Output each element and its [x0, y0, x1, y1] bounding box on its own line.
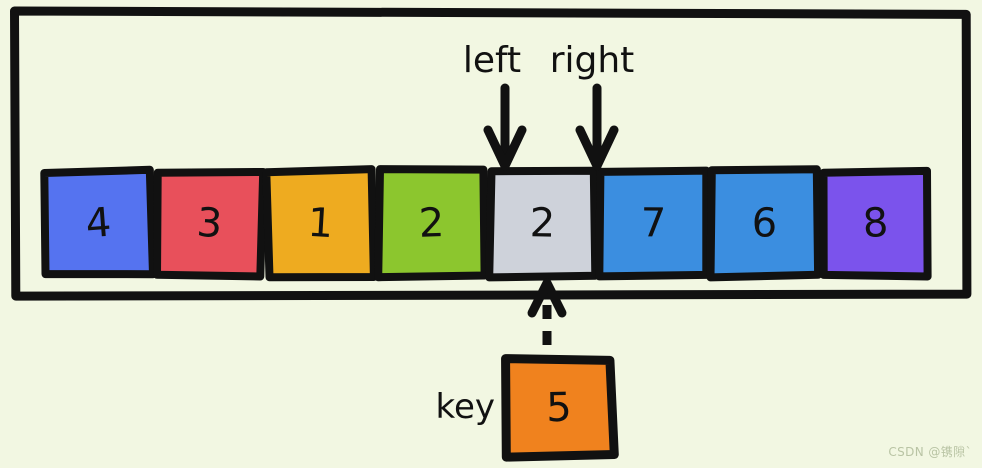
array-container-outline — [10, 6, 972, 301]
pointer-right-arrow-head — [575, 125, 619, 171]
array-cell-5-rect — [595, 166, 711, 281]
array-cell-6[interactable]: 6 — [706, 165, 823, 282]
key-box[interactable]: key 5 — [435, 278, 619, 462]
array-cell-3-rect — [374, 165, 489, 282]
array-cell-5-value: 7 — [641, 200, 667, 246]
array-cell-0-rect — [40, 165, 157, 279]
key-insert-arrow-head — [527, 278, 567, 318]
key-box-value: 5 — [546, 385, 572, 432]
array-cell-2[interactable]: 1 — [262, 165, 378, 282]
array-cell-0[interactable]: 4 — [40, 165, 157, 279]
array-cell-4[interactable]: 2 — [485, 166, 600, 282]
array-cell-7[interactable]: 8 — [819, 166, 932, 281]
array-cell-3-value: 2 — [418, 200, 445, 247]
array-container — [10, 6, 972, 301]
array-cell-6-rect — [706, 165, 823, 282]
array-cell-2-rect — [262, 165, 378, 282]
array-cell-7-value: 8 — [862, 200, 890, 247]
key-label: key — [435, 387, 495, 427]
array-cell-5[interactable]: 7 — [595, 166, 711, 281]
array-cell-4-value: 2 — [529, 200, 555, 246]
array-cell-1[interactable]: 3 — [153, 168, 268, 281]
pointer-left-label: left — [463, 40, 521, 81]
array-cell-7-rect — [819, 166, 932, 281]
key-box-rect — [501, 354, 619, 462]
pointer-right: right — [550, 40, 635, 171]
array-cell-3[interactable]: 2 — [374, 165, 489, 282]
array-cell-1-value: 3 — [195, 200, 224, 248]
array-cells: 4 3 1 2 2 7 6 8 — [40, 165, 932, 282]
pointer-left-arrow-head — [483, 125, 527, 171]
watermark: CSDN @镌隙` — [888, 445, 972, 459]
array-cell-6-value: 6 — [751, 200, 777, 246]
key-box-group[interactable]: 5 — [501, 354, 619, 462]
array-cell-1-rect — [153, 168, 268, 281]
array-cell-0-value: 4 — [84, 200, 113, 248]
array-cell-4-rect — [485, 166, 600, 282]
pointer-right-label: right — [550, 40, 635, 81]
array-cell-2-value: 1 — [306, 200, 334, 247]
pointer-left: left — [463, 40, 527, 171]
